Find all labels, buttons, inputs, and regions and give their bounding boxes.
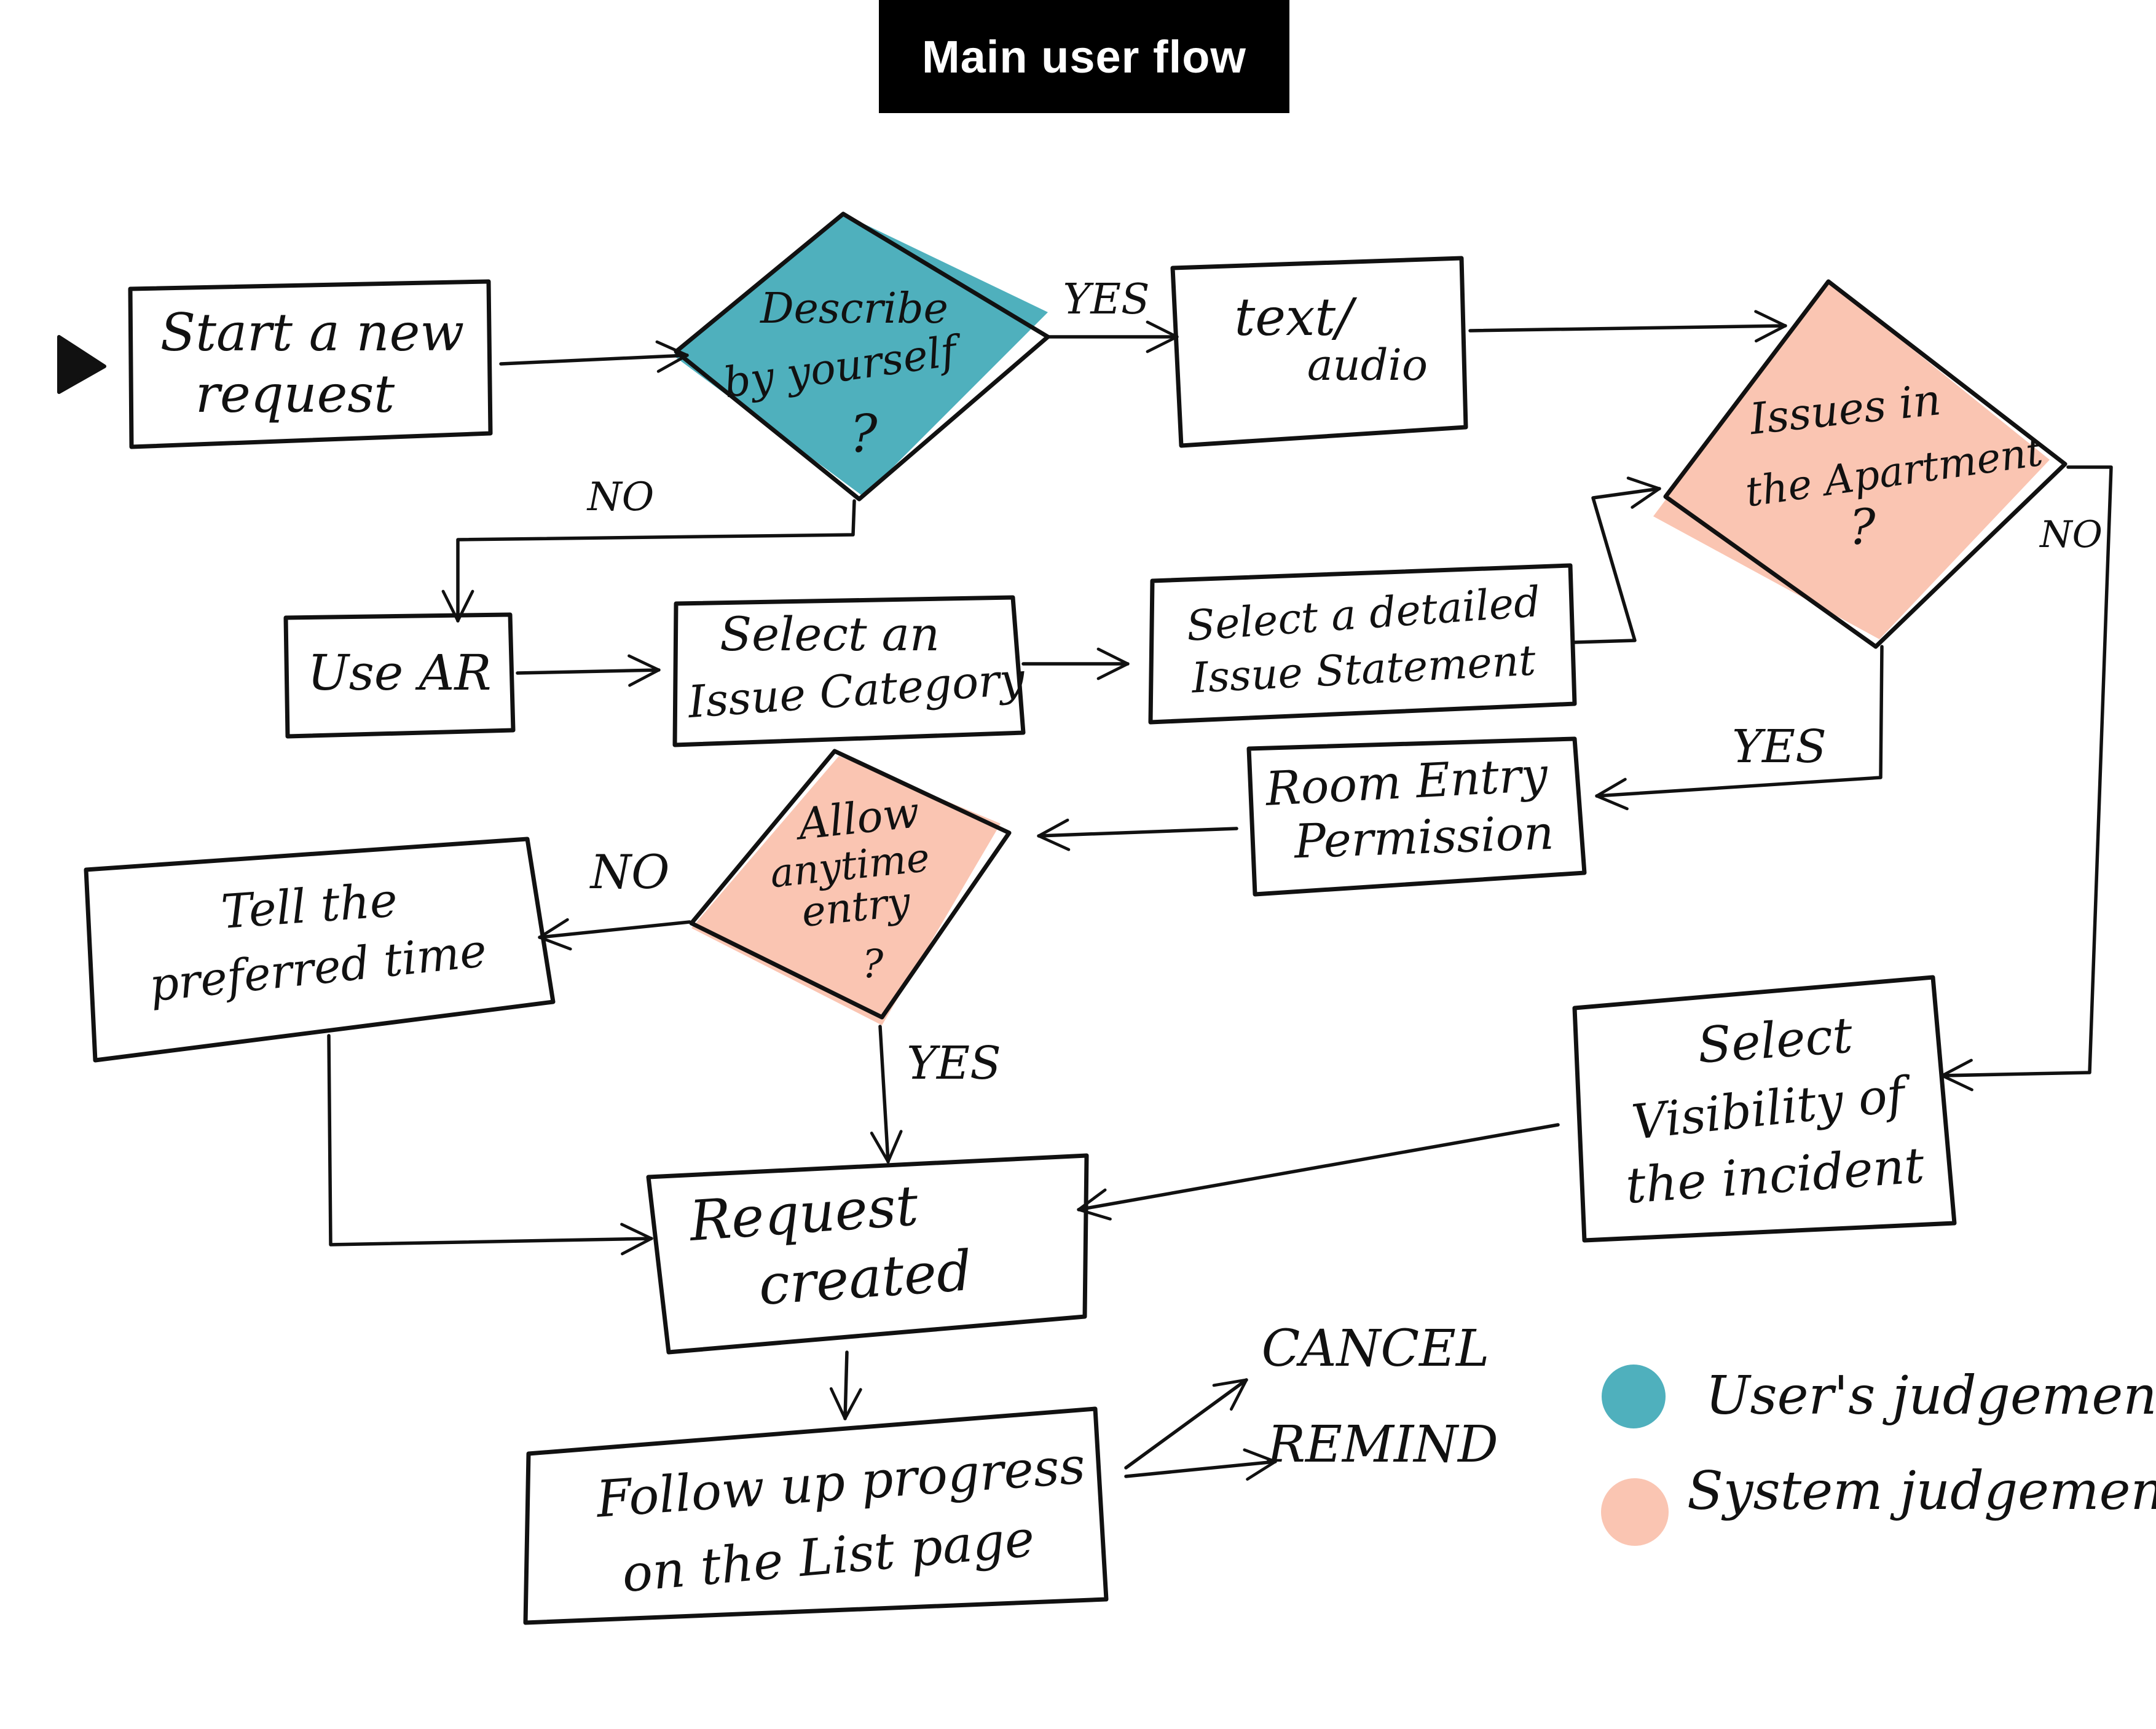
edge-textaudio-to-issues (1468, 310, 1787, 343)
legend: User's judgement System judgement (1601, 1365, 2156, 1546)
edge-visibility-to-request (1077, 1123, 1560, 1221)
text-audio-node: text/ audio (1170, 256, 1468, 448)
describe-label-3: ? (849, 404, 878, 464)
edge-allow-yes (870, 1025, 903, 1164)
text-audio-label-1: text/ (1235, 287, 1358, 347)
label-yes-apartment: YES (1732, 720, 1827, 773)
tell-time-node: Tell the preferred time (84, 837, 556, 1063)
edge-issues-yes (1595, 645, 1884, 811)
label-remind: REMIND (1266, 1416, 1498, 1474)
label-yes-entry: YES (907, 1037, 1001, 1090)
system-judgement-fill-2 (691, 756, 1001, 1025)
select-category-label-1: Select an (720, 607, 940, 661)
edge-start-to-describe (499, 340, 689, 373)
start-request-node: Start a new request (128, 279, 493, 449)
room-entry-node: Room Entry Permission (1246, 736, 1587, 897)
issues-apartment-decision: Issues in the Apartment ? (1653, 279, 2067, 649)
edge-request-to-followup (829, 1350, 862, 1420)
start-request-label-2: request (195, 364, 395, 424)
system-judgement-fill (1653, 282, 2050, 639)
room-entry-label-2: Permission (1292, 805, 1554, 869)
edge-tell-to-request (327, 1034, 653, 1256)
edge-followup-to-remind (1124, 1448, 1277, 1481)
select-category-node: Select an Issue Category (672, 595, 1027, 747)
select-statement-node: Select a detailed Issue Statement (1148, 563, 1577, 725)
edge-statement-to-issues (1573, 476, 1661, 644)
tell-time-label-1: Tell the (219, 872, 399, 939)
tell-time-label-2: preferred time (147, 924, 489, 1012)
allow-entry-decision: Allow anytime entry ? (689, 749, 1012, 1025)
user-judgement-fill (673, 214, 1048, 497)
text-audio-label-2: audio (1307, 340, 1428, 390)
legend-user-swatch (1602, 1365, 1666, 1428)
label-yes-describe: YES (1063, 275, 1149, 324)
title-bar: Main user flow (879, 0, 1289, 113)
issues-label-3: ? (1849, 498, 1876, 556)
label-no-entry: NO (589, 845, 670, 899)
visibility-label-3: the incident (1624, 1136, 1926, 1215)
start-request-label-1: Start a new (160, 302, 464, 363)
allow-label-4: ? (862, 942, 884, 987)
follow-up-label-2: on the List page (620, 1510, 1037, 1604)
use-ar-label: Use AR (307, 644, 491, 701)
follow-up-node: Follow up progress on the List page (523, 1406, 1109, 1625)
edge-allow-no (538, 918, 691, 951)
edge-issues-no (1940, 465, 2113, 1092)
request-created-node: Request created (646, 1153, 1089, 1355)
edge-ar-to-category (516, 654, 661, 687)
visibility-label-2: Visibility of (1629, 1066, 1915, 1151)
edge-describe-no (441, 499, 856, 623)
edge-followup-to-cancel (1124, 1378, 1248, 1470)
edge-room-to-allow (1037, 818, 1238, 851)
request-created-label-2: created (757, 1239, 974, 1318)
allow-label-3: entry (800, 878, 913, 936)
legend-system-label: System judgement (1687, 1460, 2156, 1522)
legend-system-swatch (1601, 1478, 1669, 1546)
diagram-title: Main user flow (922, 31, 1246, 82)
visibility-label-1: Select (1696, 1006, 1855, 1074)
use-ar-node: Use AR (283, 612, 516, 739)
select-visibility-node: Select Visibility of the incident (1572, 975, 1957, 1243)
legend-user-label: User's judgement (1706, 1365, 2156, 1427)
room-entry-label-1: Room Entry (1263, 747, 1549, 816)
request-created-label-1: Request (687, 1173, 921, 1254)
label-cancel: CANCEL (1262, 1320, 1490, 1378)
start-marker-icon (57, 335, 106, 394)
describe-label-1: Describe (759, 285, 948, 333)
label-no-apartment: NO (2039, 513, 2103, 556)
label-no-describe: NO (586, 475, 654, 520)
describe-yourself-decision: Describe by yourself ? (673, 211, 1050, 502)
select-category-label-2: Issue Category (685, 653, 1027, 728)
